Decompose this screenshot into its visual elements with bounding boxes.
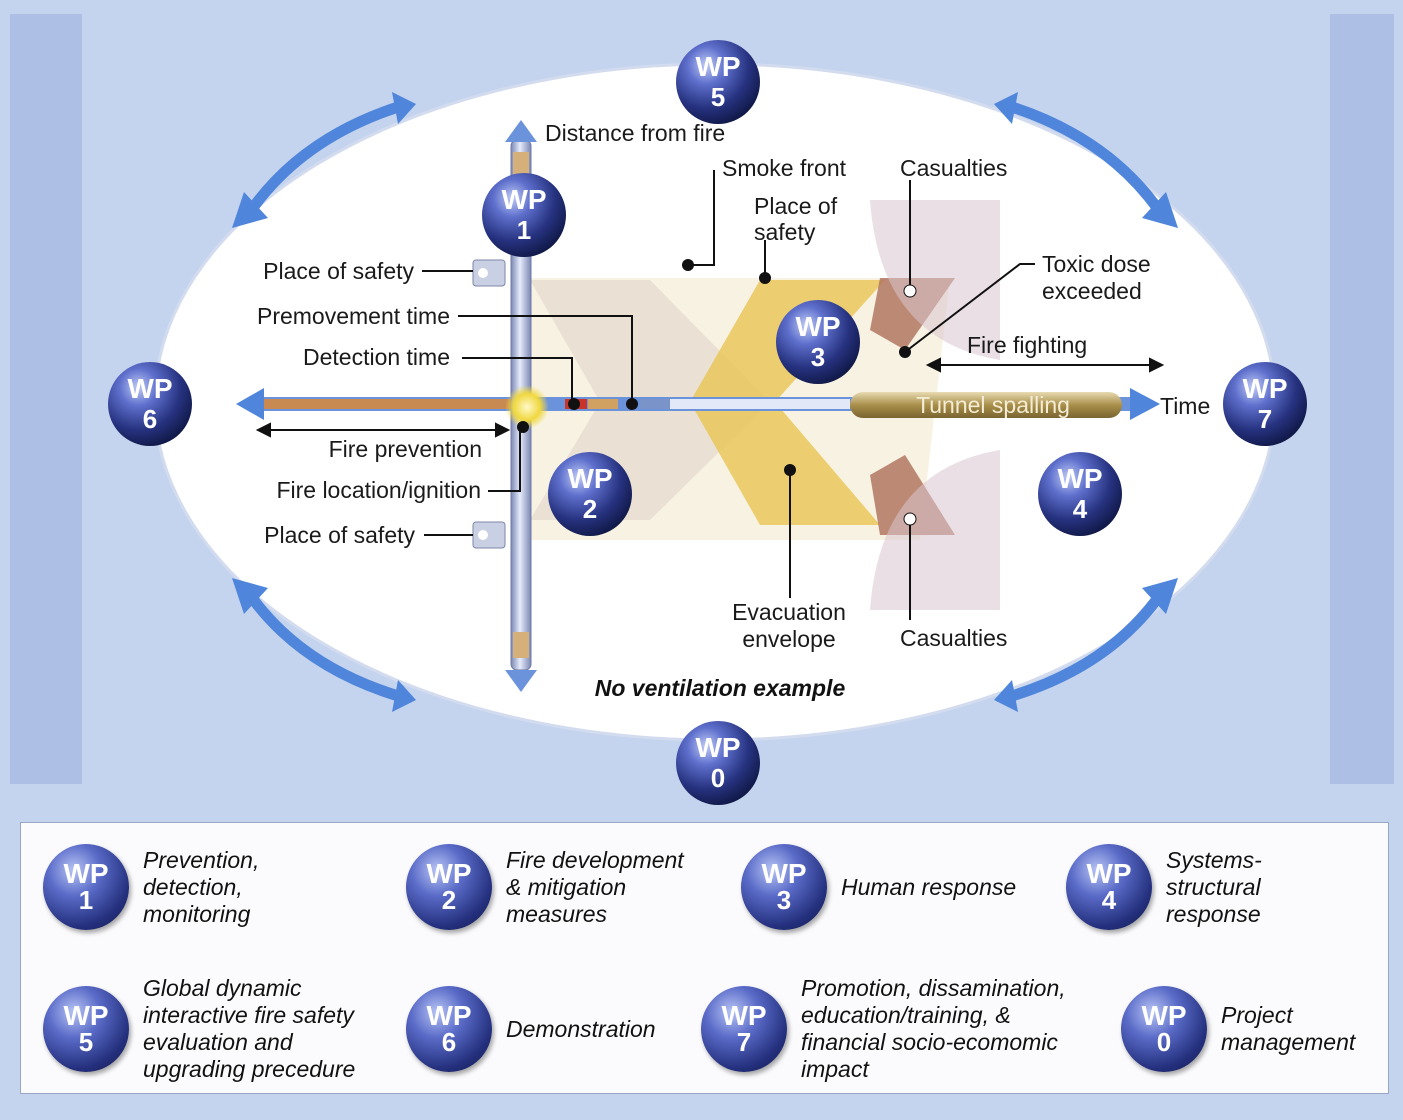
tunnel-spalling-bar	[850, 392, 1122, 418]
place-of-safety-top-label: Place of safety	[263, 258, 414, 284]
span-arrows	[255, 357, 1165, 438]
y-axis-label: Distance from fire	[545, 120, 725, 146]
fire-ignition-icon	[505, 385, 549, 429]
wp-4-ball: WP4	[1038, 452, 1122, 536]
wp-5-ball: WP5	[676, 40, 760, 124]
legend-text-wp-3: Human response	[841, 873, 1017, 900]
cycle-arrows	[244, 102, 1166, 701]
svg-text:WP: WP	[1057, 463, 1102, 494]
wp-3-ball: WP3	[776, 300, 860, 384]
fire-safety-diagram: Tunnel spalling	[10, 14, 1394, 805]
wp-6-ball: WP6	[108, 362, 192, 446]
place-of-safety-bottom-label: Place of safety	[264, 522, 415, 548]
smoke-front-label: Smoke front	[722, 155, 847, 181]
premovement-time-label: Premovement time	[257, 303, 450, 329]
svg-text:5: 5	[711, 82, 725, 112]
fire-fighting-label: Fire fighting	[967, 332, 1087, 358]
right-panel	[1330, 14, 1394, 784]
casualties-bottom-label: Casualties	[900, 625, 1007, 651]
svg-text:7: 7	[1258, 404, 1272, 434]
legend-text-wp-5: Global dynamic interactive fire safety e…	[143, 975, 356, 1082]
left-panel	[10, 14, 82, 784]
svg-text:2: 2	[583, 494, 597, 524]
svg-text:3: 3	[811, 342, 825, 372]
svg-text:WP: WP	[1242, 373, 1287, 404]
svg-text:WP: WP	[695, 732, 740, 763]
legend-text-wp-0: Project management	[1221, 1002, 1356, 1055]
wp-2-ball: WP2	[548, 452, 632, 536]
leader-lines	[262, 170, 1035, 620]
wp-7-ball: WP7	[1223, 362, 1307, 446]
legend-text-wp-7: Promotion, dissamination, education/trai…	[801, 975, 1066, 1082]
legend-text-wp-1: Prevention, detection, monitoring	[143, 846, 260, 927]
fire-prevention-label: Fire prevention	[329, 436, 482, 462]
svg-text:WP: WP	[501, 184, 546, 215]
x-axis-label: Time	[1160, 393, 1210, 419]
detection-time-label: Detection time	[303, 344, 450, 370]
legend-text-wp-2: Fire development & mitigation measures	[506, 846, 684, 927]
legend-text-wp-6: Demonstration	[506, 1015, 656, 1042]
ignition-dot	[517, 421, 529, 433]
svg-text:6: 6	[143, 404, 157, 434]
fire-location-label: Fire location/ignition	[276, 477, 481, 503]
casualties-top-label: Casualties	[900, 155, 1007, 181]
cycle-arrowheads	[232, 92, 1178, 712]
svg-text:4: 4	[1073, 494, 1088, 524]
leader-dots	[682, 259, 917, 526]
svg-text:WP: WP	[795, 311, 840, 342]
legend-text-wp-4: Systems- structural response	[1166, 846, 1262, 927]
wp-1-ball: WP1	[482, 173, 566, 257]
caption: No ventilation example	[595, 675, 846, 701]
svg-text:0: 0	[711, 763, 725, 793]
wp-0-ball: WP0	[676, 721, 760, 805]
svg-text:WP: WP	[695, 51, 740, 82]
svg-text:1: 1	[517, 215, 531, 245]
svg-text:WP: WP	[127, 373, 172, 404]
svg-text:WP: WP	[567, 463, 612, 494]
tunnel-spalling-label: Tunnel spalling	[916, 392, 1070, 418]
